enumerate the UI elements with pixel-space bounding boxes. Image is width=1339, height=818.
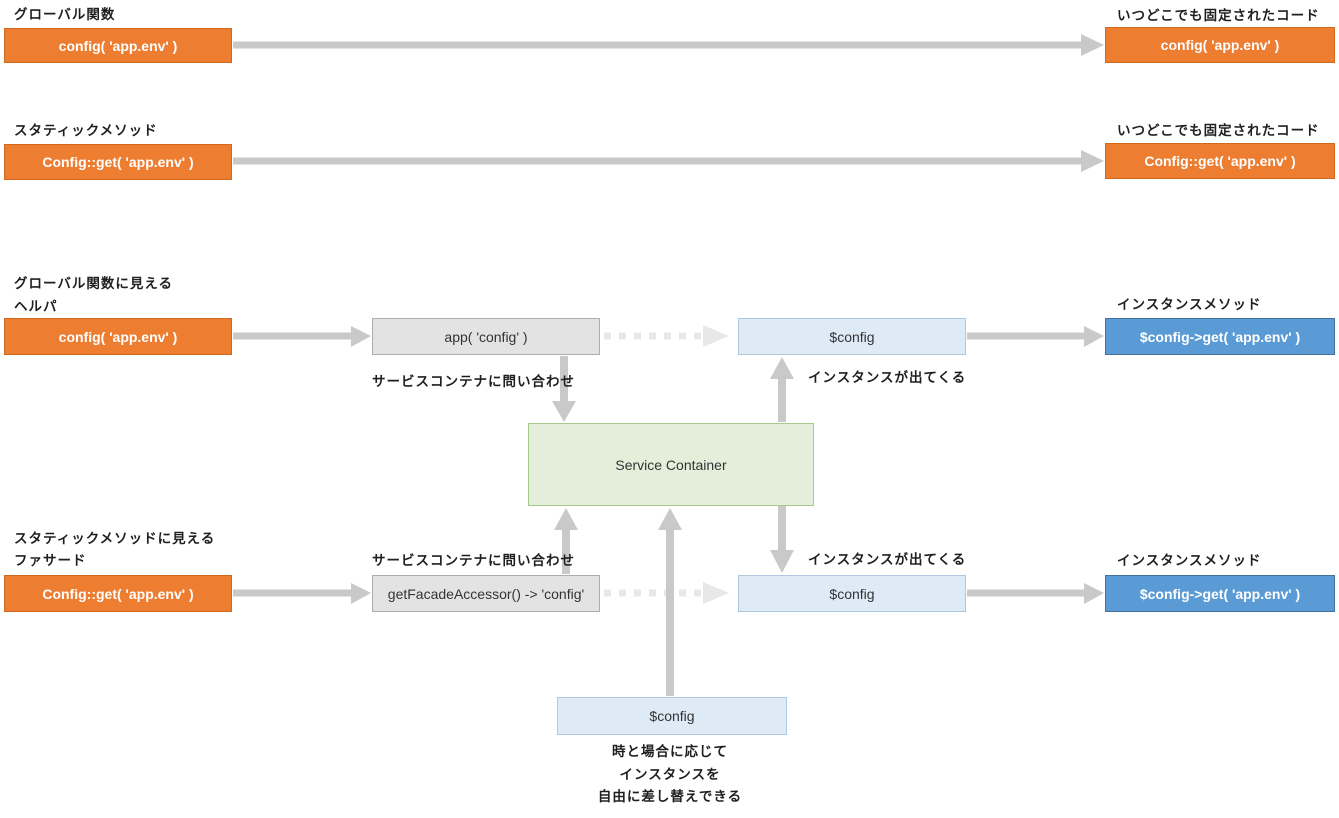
- swap-note-line2: インスタンスを: [619, 766, 721, 782]
- note-helper-instance-out: インスタンスが出てくる: [808, 370, 967, 385]
- note-facade-instance-out: インスタンスが出てくる: [808, 552, 967, 567]
- code-box-helper-resolver: app( 'config' ): [372, 318, 600, 355]
- heading-static-method: スタティックメソッド: [14, 123, 158, 138]
- arrow-helper-query-down: [552, 356, 576, 422]
- heading-global-function: グローバル関数: [14, 7, 116, 22]
- swap-note-line3: 自由に差し替えできる: [597, 789, 743, 804]
- heading-instance-method-helper: インスタンスメソッド: [1117, 297, 1262, 312]
- code-box-global-function-source: config( 'app.env' ): [4, 28, 232, 63]
- arrow-facade-source-to-resolver: [233, 583, 371, 604]
- heading-instance-method-facade: インスタンスメソッド: [1117, 553, 1262, 568]
- heading-helper: ヘルパ: [14, 299, 58, 314]
- arrow-helper-dotted: [604, 325, 729, 347]
- arrow-facade-instance-down: [770, 506, 794, 573]
- arrow-helper-source-to-resolver: [233, 326, 371, 347]
- arrow-facade-query-up: [554, 508, 578, 574]
- instance-box-swap: $config: [557, 697, 787, 735]
- heading-helper-subtitle: グローバル関数に見える: [14, 276, 173, 291]
- swap-note-line1: 時と場合に応じて: [612, 744, 728, 759]
- code-box-facade-resolver: getFacadeAccessor() -> 'config': [372, 575, 600, 612]
- code-box-facade-target: $config->get( 'app.env' ): [1105, 575, 1335, 612]
- heading-fixed-code-row2: いつどこでも固定されたコード: [1117, 123, 1320, 138]
- heading-facade: ファサード: [14, 553, 87, 568]
- note-helper-query: サービスコンテナに問い合わせ: [372, 374, 575, 389]
- code-box-global-function-target: config( 'app.env' ): [1105, 27, 1335, 63]
- instance-box-helper: $config: [738, 318, 966, 355]
- heading-fixed-code-row1: いつどこでも固定されたコード: [1117, 8, 1320, 23]
- instance-box-facade: $config: [738, 575, 966, 612]
- arrow-static-method: [233, 150, 1104, 172]
- code-box-static-method-source: Config::get( 'app.env' ): [4, 144, 232, 180]
- arrow-facade-instance-to-target: [967, 583, 1104, 604]
- code-box-helper-source: config( 'app.env' ): [4, 318, 232, 355]
- note-facade-query: サービスコンテナに問い合わせ: [372, 553, 575, 568]
- arrow-global-function: [233, 34, 1104, 56]
- arrow-helper-instance-up: [770, 357, 794, 422]
- arrow-helper-instance-to-target: [967, 326, 1104, 347]
- service-container-box: Service Container: [528, 423, 814, 506]
- arrow-facade-dotted: [604, 582, 729, 604]
- heading-facade-subtitle: スタティックメソッドに見える: [14, 531, 216, 546]
- code-box-static-method-target: Config::get( 'app.env' ): [1105, 143, 1335, 179]
- swap-note: 時と場合に応じて インスタンスを 自由に差し替えできる: [504, 741, 836, 809]
- code-box-facade-source: Config::get( 'app.env' ): [4, 575, 232, 612]
- arrow-swap-up: [658, 508, 682, 696]
- code-box-helper-target: $config->get( 'app.env' ): [1105, 318, 1335, 355]
